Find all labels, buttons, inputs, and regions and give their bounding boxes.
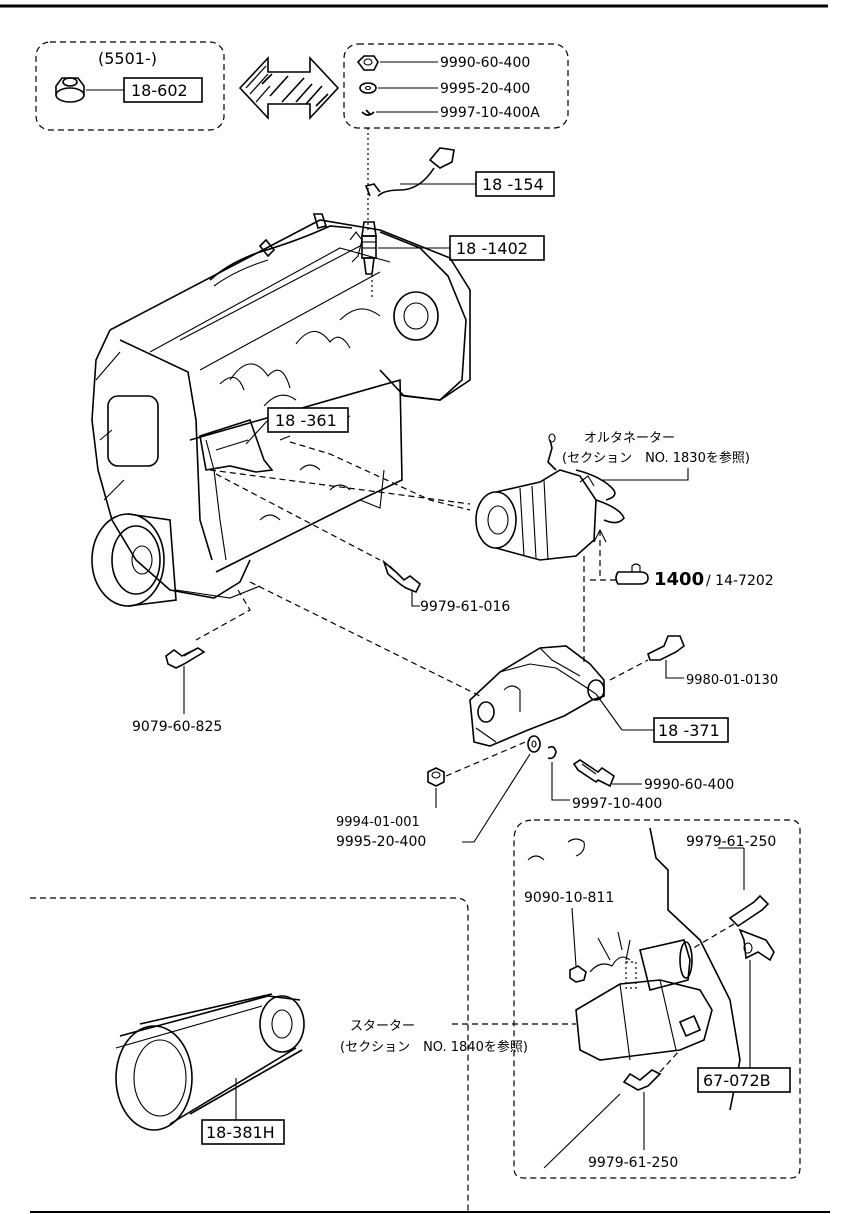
drive-belt <box>115 993 305 1131</box>
page-ref-sub[interactable]: / 14-7202 <box>706 573 774 589</box>
page-ref-main[interactable]: 1400 <box>654 569 704 590</box>
starter-region <box>513 819 801 1179</box>
ref-box-67-072B[interactable] <box>697 1067 791 1093</box>
nut-9994-01-001 <box>427 767 445 787</box>
part-9990-60-400-lower: 9990-60-400 <box>644 777 734 793</box>
ref-box-18-602[interactable] <box>123 77 203 103</box>
part-9997-10-400A: 9997-10-400A <box>440 105 540 121</box>
bolt-9979-61-250-bottom <box>622 1069 662 1091</box>
bolt-9979-61-016 <box>382 559 422 594</box>
variant-box-left: (5501-) 18-602 <box>35 41 225 131</box>
alternator-bracket <box>469 645 605 747</box>
ref-box-18-371[interactable] <box>653 717 729 743</box>
ref-box-18-154[interactable] <box>475 171 555 197</box>
pointing-hand-icon <box>615 563 649 585</box>
ref-18-371: 18 -371 <box>658 721 720 740</box>
lock-washer-icon <box>361 109 375 116</box>
nut-9090-10-811 <box>569 965 587 983</box>
part-9990-60-400-top: 9990-60-400 <box>440 55 530 71</box>
starter-name: スターター <box>350 1019 415 1034</box>
bolt-9079-60-825 <box>165 647 206 669</box>
starter-section: (セクション NO. 1840を参照) <box>340 1039 528 1055</box>
nut-icon <box>55 77 85 103</box>
part-9979-61-250-bottom: 9979-61-250 <box>588 1155 678 1171</box>
bolt-9979-61-250-top <box>728 894 770 928</box>
part-9090-10-811: 9090-10-811 <box>524 890 614 906</box>
ref-box-18-1402[interactable] <box>449 235 545 261</box>
part-9994-01-001: 9994-01-001 <box>336 815 420 830</box>
alternator-name: オルタネーター <box>584 431 675 446</box>
starter-motor <box>575 931 713 1061</box>
double-arrow-icon <box>238 55 340 121</box>
sensor-connector <box>364 147 455 197</box>
alternator-section: (セクション NO. 1830を参照) <box>562 450 750 466</box>
ref-18-154: 18 -154 <box>482 175 544 194</box>
ref-box-18-381H[interactable] <box>201 1119 285 1145</box>
ref-18-1402: 18 -1402 <box>456 239 528 258</box>
glow-plug <box>361 221 377 275</box>
lock-washer-9997-10-400 <box>547 745 557 760</box>
ref-box-18-361[interactable] <box>267 407 349 433</box>
part-9997-10-400: 9997-10-400 <box>572 796 662 812</box>
part-9995-20-400-lower: 9995-20-400 <box>336 834 426 850</box>
part-9079-60-825: 9079-60-825 <box>132 719 222 735</box>
washer-9995-20-400 <box>527 735 541 753</box>
variant-note: (5501-) <box>98 49 157 68</box>
variant-box-right: 9990-60-400 9995-20-400 9997-10-400A <box>343 43 569 129</box>
ref-18-361: 18 -361 <box>275 411 337 430</box>
part-9979-61-250-top: 9979-61-250 <box>686 834 776 850</box>
ref-18-381H: 18-381H <box>206 1123 275 1142</box>
engine-block <box>91 213 471 607</box>
bolt-9980-01-0130 <box>647 635 685 661</box>
alternator <box>475 433 625 561</box>
ref-18-602: 18-602 <box>131 81 188 100</box>
part-9995-20-400-top: 9995-20-400 <box>440 81 530 97</box>
bolt-9990-60-400 <box>572 759 615 788</box>
washer-icon <box>359 82 377 94</box>
part-9979-61-016: 9979-61-016 <box>420 599 510 615</box>
belt-region <box>30 897 469 1212</box>
ref-67-072B: 67-072B <box>703 1071 771 1090</box>
part-9980-01-0130: 9980-01-0130 <box>686 673 778 688</box>
starter-bracket-67-072B <box>738 928 775 962</box>
starter-area-lines <box>527 827 741 1111</box>
hex-nut-icon <box>356 55 379 71</box>
